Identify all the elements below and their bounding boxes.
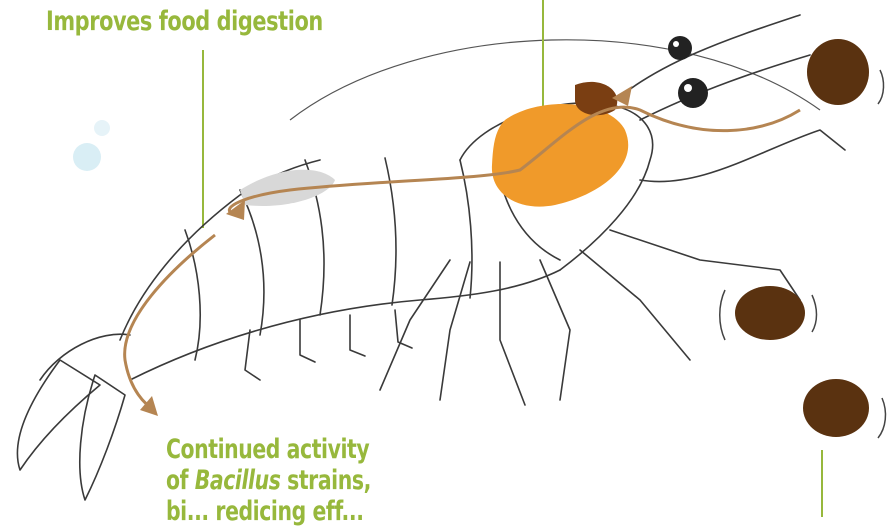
- leg-5: [580, 250, 690, 360]
- leg-4: [540, 260, 570, 400]
- bubble-small: [94, 120, 110, 136]
- label-continued-line2: of Bacillus strains,: [166, 465, 371, 496]
- feed-pellet-3: [803, 379, 869, 437]
- eye-2: [678, 78, 708, 108]
- claw-arm: [640, 130, 845, 182]
- bubble-large: [73, 143, 101, 171]
- label-continued-line3: bi... redicing eff...: [166, 496, 371, 527]
- swimmeret-4: [395, 310, 412, 348]
- antenna-base: [640, 55, 810, 120]
- leg-2: [440, 262, 470, 400]
- tail-fan-2: [80, 375, 125, 500]
- swimmeret-2: [300, 320, 315, 362]
- tail-fan-1: [17, 360, 100, 470]
- tail-flow-arrow: [125, 235, 215, 410]
- leg-3: [500, 262, 525, 405]
- stomach: [492, 104, 628, 207]
- abdomen-bottom: [130, 270, 560, 380]
- swimmeret-3: [350, 315, 365, 356]
- shrimp: [17, 15, 845, 500]
- label-continued-activity: Continued activity of Bacillus strains, …: [166, 434, 371, 527]
- bacillus-italic: Bacillus: [195, 465, 281, 496]
- feed-pellet-1: [807, 39, 869, 105]
- feed-pellet-2: [735, 286, 805, 340]
- tail-base: [40, 334, 130, 380]
- leg-1: [380, 260, 450, 390]
- label-continued-line1: Continued activity: [166, 434, 371, 465]
- swimmeret-1: [245, 330, 260, 380]
- label-improves-digestion: Improves food digestion: [46, 6, 323, 37]
- eye-1: [668, 36, 692, 60]
- segment-4: [385, 158, 396, 305]
